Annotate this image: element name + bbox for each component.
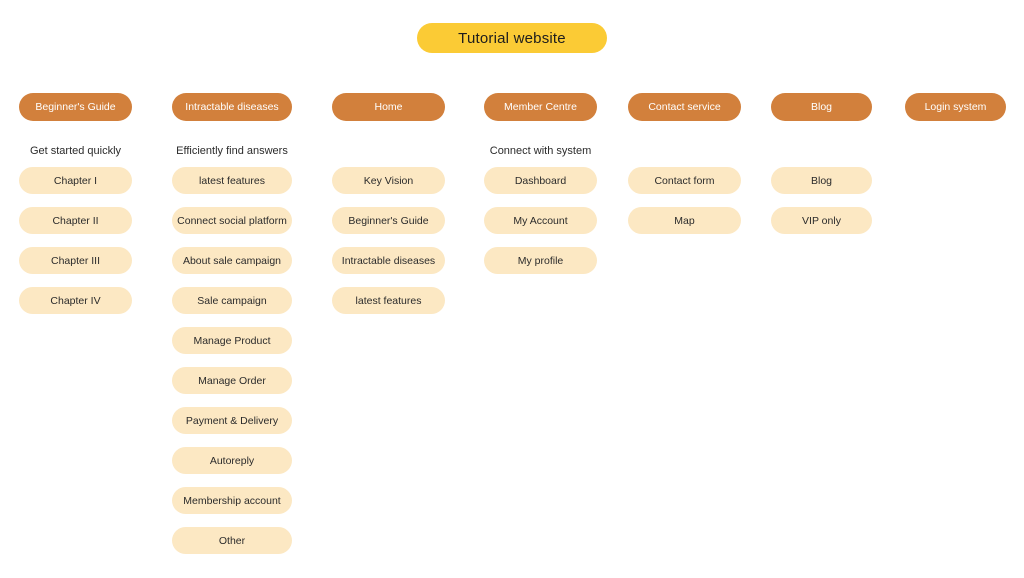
sitemap-item-label: Intractable diseases (341, 254, 436, 267)
sitemap-column: Login system (905, 93, 1006, 167)
sitemap-item-label: Contact form (654, 174, 715, 187)
sitemap-item-label: Chapter I (53, 174, 98, 187)
sitemap-item[interactable]: My Account (484, 207, 597, 234)
sitemap-item-label: latest features (355, 294, 422, 307)
column-header-label: Intractable diseases (185, 101, 279, 113)
sitemap-item[interactable]: Chapter II (19, 207, 132, 234)
column-header-4[interactable]: Member Centre (484, 93, 597, 121)
column-header-3[interactable]: Home (332, 93, 445, 121)
sitemap-item-label: Autoreply (209, 454, 255, 467)
sitemap-item[interactable]: Chapter IV (19, 287, 132, 314)
sitemap-item[interactable]: Other (172, 527, 292, 554)
sitemap-item-label: Chapter IV (50, 294, 101, 307)
sitemap-item[interactable]: About sale campaign (172, 247, 292, 274)
sitemap-item-label: Other (218, 534, 246, 547)
sitemap-item-label: Membership account (183, 494, 281, 507)
sitemap-item[interactable]: Manage Product (172, 327, 292, 354)
column-item-list: Dashboard My Account My profile (484, 167, 597, 274)
sitemap-item[interactable]: latest features (172, 167, 292, 194)
sitemap-item[interactable]: Chapter III (19, 247, 132, 274)
column-header-7[interactable]: Login system (905, 93, 1006, 121)
sitemap-item[interactable]: Key Vision (332, 167, 445, 194)
sitemap-item[interactable]: Chapter I (19, 167, 132, 194)
sitemap-item[interactable]: Membership account (172, 487, 292, 514)
column-header-5[interactable]: Contact service (628, 93, 741, 121)
column-header-label: Home (374, 101, 403, 113)
site-title-label: Tutorial website (458, 29, 566, 47)
column-subtitle: Efficiently find answers (176, 145, 288, 157)
sitemap-item[interactable]: Map (628, 207, 741, 234)
sitemap-item-label: Connect social platform (177, 214, 287, 227)
column-header-label: Blog (810, 101, 832, 113)
column-header-label: Member Centre (504, 101, 577, 113)
sitemap-item-label: Blog (810, 174, 832, 187)
sitemap-item-label: My Account (513, 214, 568, 227)
column-header-label: Contact service (648, 101, 721, 113)
sitemap-item-label: Dashboard (514, 174, 567, 187)
sitemap-item[interactable]: Sale campaign (172, 287, 292, 314)
sitemap-item[interactable]: latest features (332, 287, 445, 314)
sitemap-item[interactable]: Intractable diseases (332, 247, 445, 274)
sitemap-item[interactable]: Manage Order (172, 367, 292, 394)
sitemap-item[interactable]: Payment & Delivery (172, 407, 292, 434)
sitemap-item-label: Beginner's Guide (348, 214, 429, 227)
sitemap-item-label: Manage Order (198, 374, 266, 387)
column-header-label: Beginner's Guide (35, 101, 116, 113)
sitemap-item[interactable]: My profile (484, 247, 597, 274)
sitemap-item-label: Chapter III (50, 254, 101, 267)
sitemap-item[interactable]: Beginner's Guide (332, 207, 445, 234)
sitemap-item-label: Chapter II (52, 214, 99, 227)
sitemap-item[interactable]: Connect social platform (172, 207, 292, 234)
sitemap-item-label: Payment & Delivery (185, 414, 279, 427)
column-subtitle: Connect with system (489, 145, 592, 157)
column-header-1[interactable]: Beginner's Guide (19, 93, 132, 121)
sitemap-item-label: Sale campaign (197, 294, 267, 307)
sitemap-item[interactable]: Contact form (628, 167, 741, 194)
site-title-pill[interactable]: Tutorial website (417, 23, 607, 53)
sitemap-item-label: My profile (517, 254, 564, 267)
sitemap-item-label: Manage Product (193, 334, 271, 347)
sitemap-item-label: Key Vision (363, 174, 414, 187)
sitemap-item[interactable]: Blog (771, 167, 872, 194)
sitemap-item-label: VIP only (802, 214, 841, 227)
column-header-6[interactable]: Blog (771, 93, 872, 121)
title-bar: Tutorial website (0, 0, 1024, 70)
sitemap-item[interactable]: Dashboard (484, 167, 597, 194)
sitemap-item-label: latest features (199, 174, 265, 187)
sitemap-item[interactable]: Autoreply (172, 447, 292, 474)
sitemap-item[interactable]: VIP only (771, 207, 872, 234)
column-header-label: Login system (924, 101, 987, 113)
column-header-2[interactable]: Intractable diseases (172, 93, 292, 121)
sitemap-item-label: About sale campaign (182, 254, 282, 267)
sitemap-item-label: Map (674, 214, 695, 227)
column-item-list: Chapter I Chapter II Chapter III Chapter IV (19, 167, 132, 314)
column-subtitle: Get started quickly (29, 145, 122, 157)
